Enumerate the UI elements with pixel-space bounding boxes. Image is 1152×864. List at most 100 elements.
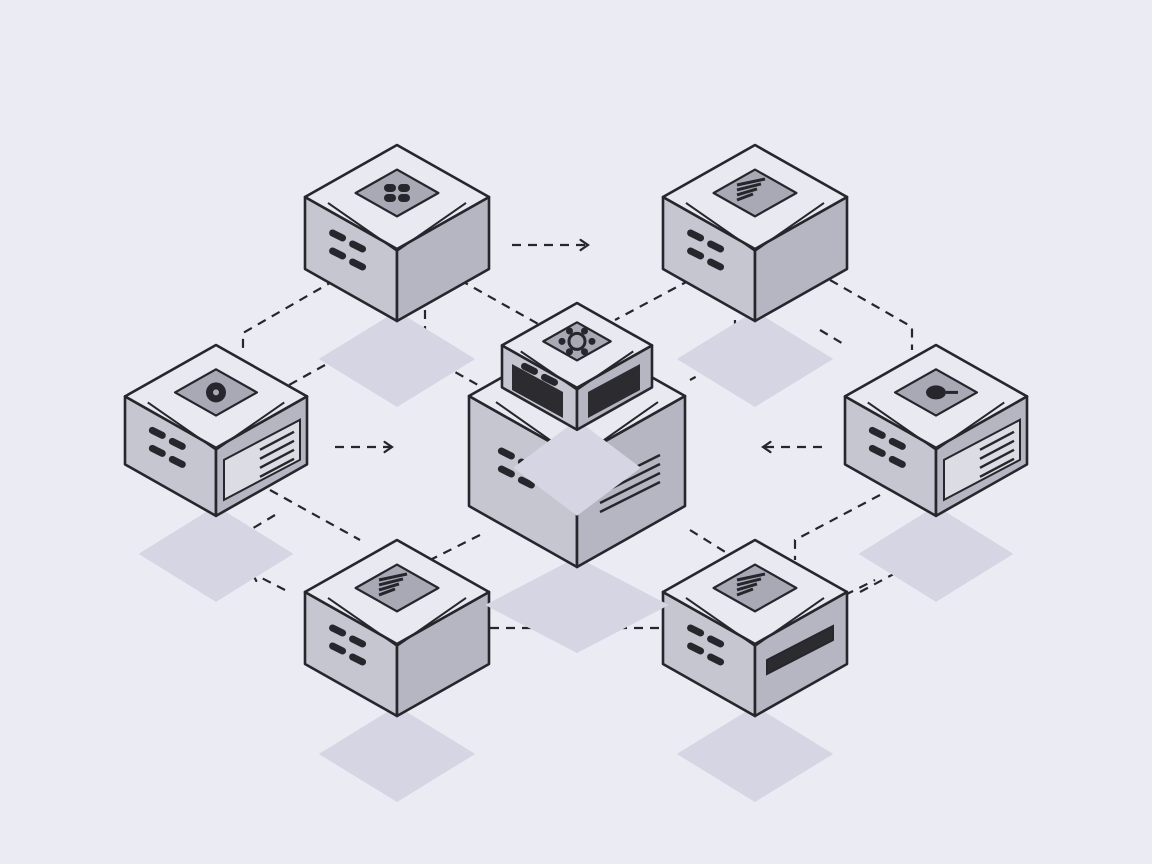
- gear-hole: [213, 389, 219, 396]
- indicator-dot: [888, 455, 906, 468]
- top-panel: [354, 563, 440, 613]
- indicator-dot: [687, 229, 705, 242]
- line: [378, 582, 400, 592]
- text-lines-icon: [736, 177, 766, 202]
- connector-line: [279, 364, 326, 391]
- indicator-dot: [497, 465, 515, 478]
- arrow: [761, 440, 822, 454]
- node-bottom-right: [661, 538, 849, 802]
- node-bottom-left: [303, 538, 491, 802]
- doc-line: [979, 457, 1015, 478]
- shadow: [318, 705, 476, 802]
- shadow: [676, 310, 834, 407]
- indicator-dot: [687, 642, 705, 655]
- hub-icon: [558, 327, 596, 356]
- indicator-dot: [521, 362, 538, 375]
- arrow-shaft: [251, 572, 286, 591]
- line: [736, 582, 758, 592]
- indicator-dots-icon: [329, 229, 367, 271]
- indicator-dot: [329, 247, 347, 260]
- node-dot: [566, 348, 573, 356]
- rim-line: [327, 202, 467, 253]
- shadow: [318, 310, 476, 407]
- rim-line: [520, 350, 634, 391]
- connector-line: [844, 579, 876, 596]
- indicator-dot: [168, 437, 186, 450]
- top-panel: [354, 168, 440, 218]
- shadow: [138, 505, 294, 602]
- rim-line: [147, 401, 285, 452]
- indicator-dot: [349, 635, 367, 648]
- line: [736, 192, 754, 202]
- doc-line: [259, 448, 295, 469]
- dark-screen-left: [512, 364, 563, 418]
- document-panel: [943, 418, 1021, 502]
- indicator-dot: [349, 258, 367, 271]
- line: [599, 480, 661, 514]
- rim-line: [685, 597, 825, 648]
- node-center-top: [500, 301, 654, 516]
- dot: [398, 183, 410, 192]
- indicator-dot: [687, 247, 705, 260]
- top-panel: [542, 321, 612, 362]
- four-dots-icon: [384, 183, 410, 202]
- line: [736, 182, 762, 192]
- indicator-dot: [707, 653, 725, 666]
- indicator-dot: [888, 437, 906, 450]
- node-top-right: [661, 143, 849, 407]
- indicator-dot: [349, 240, 367, 253]
- doc-line: [979, 448, 1015, 469]
- shadow: [858, 505, 1014, 602]
- indicator-dots-icon: [868, 426, 906, 468]
- chart-icon: [736, 572, 766, 597]
- line: [736, 187, 758, 197]
- line: [378, 572, 408, 582]
- top-panel: [712, 563, 798, 613]
- top-panel: [712, 168, 798, 218]
- shadow: [485, 557, 669, 654]
- indicator-dot: [329, 624, 347, 637]
- indicator-dots-icon: [329, 624, 367, 666]
- doc-line: [259, 457, 295, 478]
- shadow: [513, 419, 641, 516]
- connector-line: [459, 279, 541, 326]
- node-top-left: [303, 143, 491, 407]
- indicator-dot: [148, 426, 166, 439]
- indicator-dot: [517, 476, 535, 489]
- line: [378, 577, 404, 587]
- dark-bar: [766, 624, 834, 676]
- indicator-dots-icon: [148, 426, 186, 468]
- line: [736, 587, 754, 597]
- line: [736, 572, 766, 582]
- indicator-dot: [868, 444, 886, 457]
- connector-line: [269, 489, 361, 541]
- dot: [398, 193, 410, 202]
- document-panel: [223, 418, 301, 502]
- line: [736, 177, 766, 187]
- indicator-dot: [329, 229, 347, 242]
- indicator-dots-icon: [687, 624, 725, 666]
- node-left: [123, 343, 309, 602]
- dot: [384, 183, 396, 192]
- line: [736, 577, 762, 587]
- node-dot: [581, 327, 588, 335]
- node-dot: [588, 337, 596, 345]
- rim-line: [867, 401, 1005, 452]
- indicator-dot: [868, 426, 886, 439]
- node-dot: [566, 327, 573, 335]
- list-icon: [378, 572, 408, 597]
- shadow: [676, 705, 834, 802]
- indicator-dot: [168, 455, 186, 468]
- indicator-dots-icon: [687, 229, 725, 271]
- connector-line: [819, 329, 846, 346]
- plug-icon: [926, 385, 958, 400]
- indicator-dot: [497, 447, 515, 460]
- indicator-dot: [329, 642, 347, 655]
- indicator-dot: [707, 635, 725, 648]
- connector-line: [793, 494, 881, 560]
- doc-line: [259, 439, 295, 460]
- connector-line: [249, 514, 276, 531]
- node-dot: [558, 337, 566, 345]
- line: [378, 587, 396, 597]
